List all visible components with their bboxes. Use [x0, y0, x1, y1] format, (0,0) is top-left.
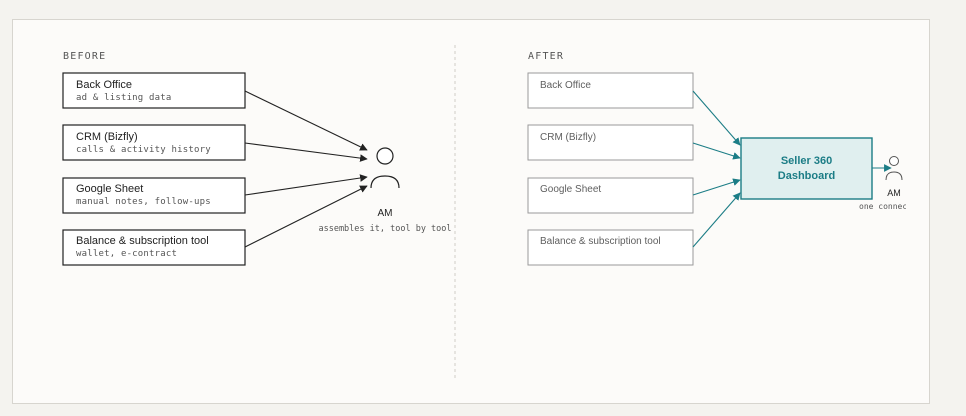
after-source-google-sheet: Google Sheet: [527, 177, 694, 214]
before-arrow: [244, 185, 368, 248]
after-source-crm: CRM (Bizfly): [527, 124, 694, 161]
before-heading: BEFORE: [63, 51, 106, 62]
before-source-google-sheet: Google Sheet manual notes, follow-ups: [62, 177, 246, 214]
after-source-balance-tool: Balance & subscription tool: [527, 229, 694, 266]
source-title: Google Sheet: [540, 184, 601, 195]
dashboard-title-line2: Dashboard: [778, 170, 835, 182]
before-am-person-icon: [370, 147, 400, 189]
source-subtitle: manual notes, follow-ups: [76, 197, 211, 207]
before-source-back-office: Back Office ad & listing data: [62, 72, 246, 109]
after-arrow: [692, 90, 741, 146]
source-title: Balance & subscription tool: [76, 235, 209, 247]
after-am-label: AM: [887, 188, 901, 198]
before-arrow: [244, 174, 368, 196]
after-am-person-icon: [885, 156, 903, 181]
after-arrow: [692, 178, 741, 196]
before-source-balance-tool: Balance & subscription tool wallet, e-co…: [62, 229, 246, 266]
seller-360-dashboard: Seller 360 Dashboard: [740, 137, 873, 200]
source-subtitle: wallet, e-contract: [76, 249, 177, 259]
source-title: CRM (Bizfly): [76, 131, 138, 143]
source-title: Back Office: [540, 80, 591, 91]
before-arrow: [244, 90, 368, 151]
before-am-caption: assembles it, tool by tool: [318, 224, 451, 234]
after-arrow: [692, 192, 741, 248]
source-subtitle: calls & activity history: [76, 145, 211, 155]
dashboard-title-line1: Seller 360: [781, 155, 832, 167]
after-arrow: [692, 142, 741, 160]
before-source-crm: CRM (Bizfly) calls & activity history: [62, 124, 246, 161]
source-subtitle: ad & listing data: [76, 93, 172, 103]
source-title: Google Sheet: [76, 183, 143, 195]
before-arrow: [244, 142, 368, 162]
after-am-caption: one connection: [859, 202, 927, 211]
source-title: Back Office: [76, 79, 132, 91]
source-title: CRM (Bizfly): [540, 132, 596, 143]
after-heading: AFTER: [528, 51, 564, 62]
after-source-back-office: Back Office: [527, 72, 694, 109]
before-am-label: AM: [378, 208, 393, 219]
source-title: Balance & subscription tool: [540, 236, 661, 247]
